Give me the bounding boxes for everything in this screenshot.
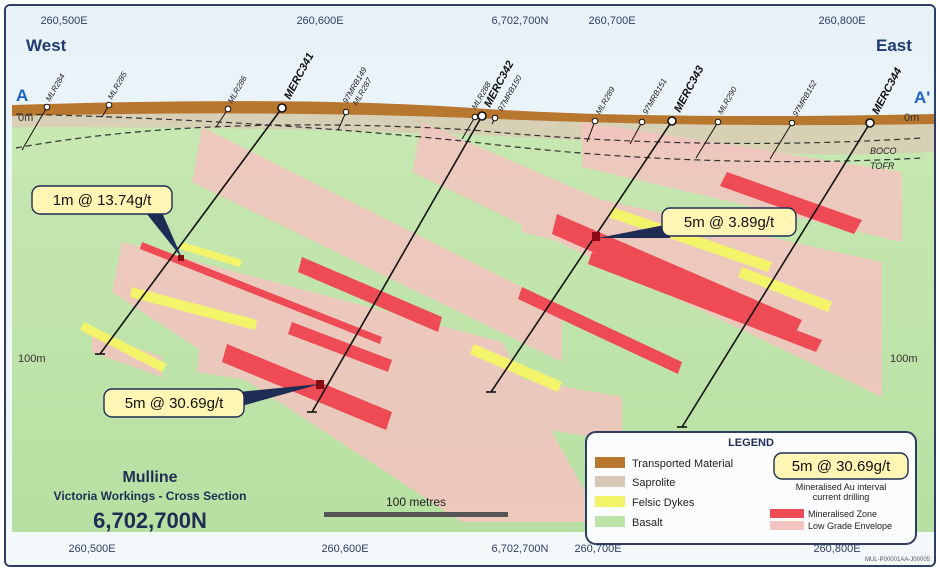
cross-section-svg: BOCO TOFR MLR284 MLR285 MLR286 97MRB149 … xyxy=(6,6,934,565)
callout-2-text: 5m @ 3.89g/t xyxy=(684,214,775,231)
legend-sample-callout: 5m @ 30.69g/t xyxy=(792,458,891,475)
scale-bar-label: 100 metres xyxy=(386,495,446,509)
legend-sample-caption-1: Mineralised Au interval xyxy=(796,482,887,492)
legend-label-mineralised: Mineralised Zone xyxy=(808,509,877,519)
callout-1-text: 1m @ 13.74g/t xyxy=(53,192,152,209)
intersection-markers xyxy=(178,232,600,389)
legend: LEGEND Transported Material Saprolite Fe… xyxy=(585,431,917,545)
callout-3: 5m @ 30.69g/t xyxy=(103,384,320,418)
scale-bar xyxy=(324,512,508,517)
easting-top-1: 260,500E xyxy=(40,15,87,27)
easting-top-2: 260,600E xyxy=(296,15,343,27)
section-end-label: A' xyxy=(914,88,930,107)
legend-sample-caption-2: current drilling xyxy=(813,492,870,502)
legend-label-transported: Transported Material xyxy=(632,458,733,470)
legend-swatch-transported xyxy=(595,457,625,468)
callout-1: 1m @ 13.74g/t xyxy=(31,185,182,258)
title-line-1: Mulline xyxy=(122,469,177,486)
easting-bottom-2: 260,600E xyxy=(321,543,368,555)
easting-bottom-3: 6,702,700N xyxy=(492,543,549,555)
major-holes xyxy=(99,103,875,428)
easting-bottom-5: 260,800E xyxy=(813,543,860,555)
legend-swatch-envelope xyxy=(770,521,804,530)
tofr-boundary xyxy=(15,113,923,163)
depth-left-0: 0m xyxy=(18,112,33,124)
boco-label: BOCO xyxy=(870,146,897,156)
short-holes xyxy=(21,101,796,160)
hole-end-ticks xyxy=(95,353,687,428)
title-line-3: 6,702,700N xyxy=(93,508,207,533)
legend-label-saprolite: Saprolite xyxy=(632,477,675,489)
legend-label-basalt: Basalt xyxy=(632,517,663,529)
legend-swatch-basalt xyxy=(595,516,625,527)
depth-right-0: 0m xyxy=(904,112,919,124)
legend-swatch-mineralised xyxy=(770,509,804,518)
depth-right-100: 100m xyxy=(890,353,918,365)
callout-2: 5m @ 3.89g/t xyxy=(598,207,797,238)
west-label: West xyxy=(26,36,67,55)
legend-swatch-saprolite xyxy=(595,476,625,487)
legend-label-felsic: Felsic Dykes xyxy=(632,497,695,509)
reference-code: MUL-P00001AA-J00005 xyxy=(865,557,931,563)
east-label: East xyxy=(876,36,912,55)
legend-swatch-felsic xyxy=(595,496,625,507)
easting-top-3: 6,702,700N xyxy=(492,15,549,27)
easting-bottom-1: 260,500E xyxy=(68,543,115,555)
tofr-label: TOFR xyxy=(870,161,895,171)
legend-title: LEGEND xyxy=(728,437,774,449)
callout-3-text: 5m @ 30.69g/t xyxy=(125,395,224,412)
section-start-label: A xyxy=(16,86,28,105)
title-line-2: Victoria Workings - Cross Section xyxy=(54,489,247,503)
legend-label-envelope: Low Grade Envelope xyxy=(808,521,892,531)
easting-bottom-4: 260,700E xyxy=(574,543,621,555)
depth-left-100: 100m xyxy=(18,353,46,365)
easting-top-5: 260,800E xyxy=(818,15,865,27)
transported-layer xyxy=(12,101,934,126)
easting-top-4: 260,700E xyxy=(588,15,635,27)
felsic-dykes xyxy=(80,207,832,392)
cross-section-figure: BOCO TOFR MLR284 MLR285 MLR286 97MRB149 … xyxy=(4,4,936,567)
legend-sample-callout-box xyxy=(773,452,909,480)
